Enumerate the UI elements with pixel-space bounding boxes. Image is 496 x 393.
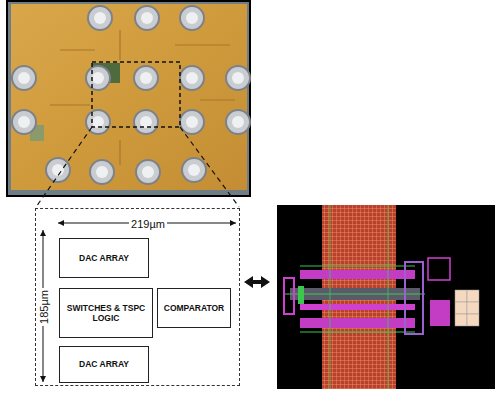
dashed-region: 219µm185µmDAC ARRAYSWITCHES & TSPC LOGIC… [35,208,240,386]
block-label: DAC ARRAY [79,359,129,369]
double-arrow [244,276,270,288]
dimension-arrow [40,220,236,382]
block-label: COMPARATOR [164,303,224,313]
dac-block: DAC ARRAY [59,346,149,383]
dimension-label: 185µm [38,288,50,326]
dimension-label: 219µm [129,218,167,230]
comparator-block: COMPARATOR [157,288,231,328]
chip-photo [7,1,250,196]
layout-image [277,205,495,389]
dac-block: DAC ARRAY [59,238,149,278]
block-label: SWITCHES & TSPC LOGIC [65,303,147,323]
block-label: DAC ARRAY [79,253,129,263]
leader-line [36,127,239,207]
logic-block: SWITCHES & TSPC LOGIC [59,288,153,338]
